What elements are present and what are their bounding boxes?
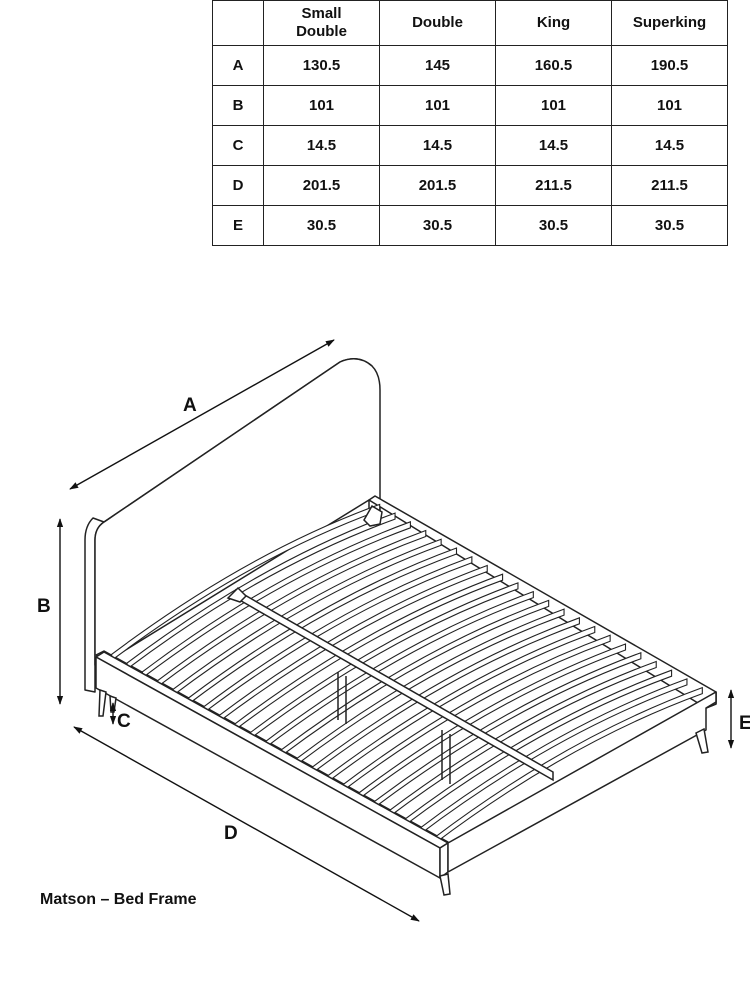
header-empty xyxy=(212,0,264,46)
slats xyxy=(111,503,703,845)
table-cell: 211.5 xyxy=(495,165,612,206)
centre-rail xyxy=(226,504,554,784)
table-cell: 101 xyxy=(611,85,728,126)
table-cell: 30.5 xyxy=(379,205,496,246)
table-row: C 14.5 14.5 14.5 14.5 xyxy=(212,125,728,166)
slat xyxy=(203,555,473,714)
table-cell: 201.5 xyxy=(379,165,496,206)
slat xyxy=(418,678,688,837)
slat xyxy=(356,643,627,802)
table-row: D 201.5 201.5 211.5 211.5 xyxy=(212,165,728,206)
slat xyxy=(341,634,611,793)
slat xyxy=(218,564,488,723)
table-row: A 130.5 145 160.5 190.5 xyxy=(212,45,728,86)
dimension-arrow-d xyxy=(73,726,420,922)
slat xyxy=(372,651,642,810)
table-cell: 14.5 xyxy=(495,125,612,166)
slat xyxy=(141,521,411,679)
slat xyxy=(295,608,565,767)
table-cell: 30.5 xyxy=(263,205,380,246)
slat xyxy=(157,529,427,688)
table-cell: 190.5 xyxy=(611,45,728,86)
slat xyxy=(387,660,657,819)
slat xyxy=(403,669,673,828)
slat xyxy=(249,582,519,741)
table-cell: 201.5 xyxy=(263,165,380,206)
table-cell: 145 xyxy=(379,45,496,86)
table-cell: 101 xyxy=(495,85,612,126)
dimension-label-a: A xyxy=(183,395,197,416)
table-cell: 14.5 xyxy=(263,125,380,166)
dimension-arrow-a xyxy=(69,339,335,490)
table-cell: 30.5 xyxy=(495,205,612,246)
slat xyxy=(280,599,550,758)
table-cell: 211.5 xyxy=(611,165,728,206)
dimension-label-e: E xyxy=(739,713,750,734)
slat xyxy=(433,686,703,845)
slat xyxy=(310,617,580,775)
table-cell: 14.5 xyxy=(379,125,496,166)
header-superking: Superking xyxy=(611,0,728,46)
slat xyxy=(187,547,458,706)
table-row: E 30.5 30.5 30.5 30.5 xyxy=(212,205,728,246)
product-caption: Matson – Bed Frame xyxy=(40,891,197,908)
slat xyxy=(264,590,534,749)
row-label: E xyxy=(212,205,264,246)
dimension-label-b: B xyxy=(37,596,51,617)
slat xyxy=(234,573,504,732)
dimension-label-c: C xyxy=(117,711,131,732)
row-label: D xyxy=(212,165,264,206)
slat xyxy=(126,512,396,671)
dimension-label-d: D xyxy=(224,823,238,844)
row-label: C xyxy=(212,125,264,166)
header-king: King xyxy=(495,0,612,46)
slat xyxy=(172,538,442,697)
table-cell: 130.5 xyxy=(263,45,380,86)
table-cell: 30.5 xyxy=(611,205,728,246)
dimension-arrows xyxy=(56,339,735,922)
